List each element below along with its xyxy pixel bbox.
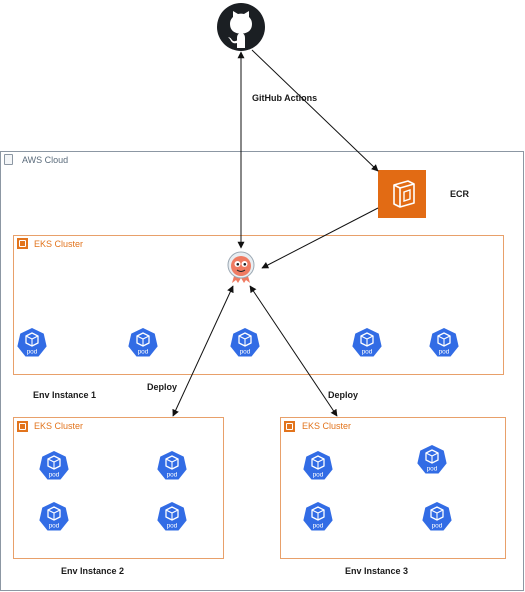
pod-label: pod [313, 472, 324, 479]
aws-cloud-label: AWS Cloud [22, 155, 69, 165]
pod-label: pod [49, 472, 60, 479]
ecr-label: ECR [450, 189, 470, 199]
eks-cluster-1-label: EKS Cluster [34, 239, 84, 249]
pod-label: pod [362, 349, 373, 356]
aws-cloud-icon [4, 154, 13, 165]
github-ecr-arrow [251, 49, 379, 172]
kubernetes-pod-icon: pod [37, 449, 71, 481]
pod-label: pod [427, 466, 438, 473]
pod-label: pod [313, 523, 324, 530]
kubernetes-pod-icon: pod [420, 500, 454, 532]
kubernetes-pod-icon: pod [228, 326, 262, 358]
argo-cd-icon [227, 251, 255, 283]
github-actions-label: GitHub Actions [252, 93, 318, 103]
pod-label: pod [167, 472, 178, 479]
argo-cluster3-arrow [249, 285, 338, 417]
pod-label: pod [27, 349, 38, 356]
pod-label: pod [138, 349, 149, 356]
pod-label: pod [432, 523, 443, 530]
env-instance-1-label: Env Instance 1 [33, 390, 97, 400]
kubernetes-pod-icon: pod [301, 500, 335, 532]
env-instance-3-label: Env Instance 3 [345, 566, 409, 576]
deploy-label-left: Deploy [147, 382, 178, 392]
kubernetes-pod-icon: pod [155, 449, 189, 481]
eks-cluster-icon [17, 421, 28, 432]
kubernetes-pod-icon: pod [155, 500, 189, 532]
eks-cluster-icon [284, 421, 295, 432]
kubernetes-pod-icon: pod [427, 326, 461, 358]
eks-cluster-3 [280, 417, 506, 559]
deploy-label-right: Deploy [328, 390, 359, 400]
github-octocat-icon [217, 3, 265, 51]
pod-label: pod [167, 523, 178, 530]
eks-cluster-2-label: EKS Cluster [34, 421, 84, 431]
ecr-argo-arrow [261, 207, 379, 269]
pod-label: pod [49, 523, 60, 530]
pod-label: pod [240, 349, 251, 356]
env-instance-2-label: Env Instance 2 [61, 566, 125, 576]
eks-cluster-2 [13, 417, 224, 559]
ecr-registry-icon [378, 170, 426, 218]
eks-cluster-3-label: EKS Cluster [302, 421, 352, 431]
kubernetes-pod-icon: pod [126, 326, 160, 358]
eks-cluster-icon [17, 238, 28, 249]
kubernetes-pod-icon: pod [350, 326, 384, 358]
kubernetes-pod-icon: pod [415, 443, 449, 475]
kubernetes-pod-icon: pod [15, 326, 49, 358]
kubernetes-pod-icon: pod [301, 449, 335, 481]
pod-label: pod [439, 349, 450, 356]
kubernetes-pod-icon: pod [37, 500, 71, 532]
aws-cloud-group [0, 151, 524, 591]
argo-cluster2-arrow [172, 285, 234, 417]
